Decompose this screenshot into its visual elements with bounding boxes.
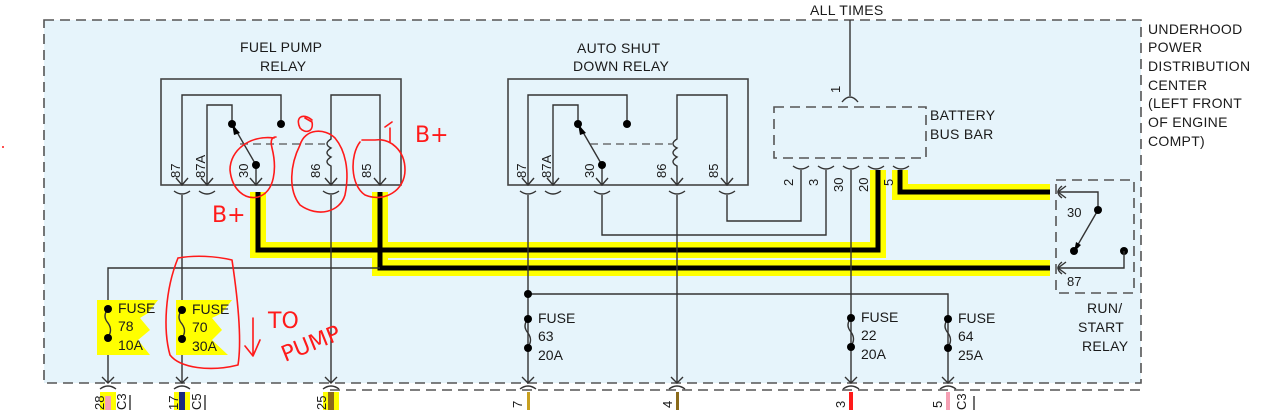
pdc-label: UNDERHOOD POWER DISTRIBUTION CENTER (LEF… xyxy=(1148,21,1250,149)
svg-text:COMPT): COMPT) xyxy=(1148,133,1205,149)
annotation-b-plus-top: B+ xyxy=(415,123,449,148)
svg-text:78: 78 xyxy=(118,318,134,334)
svg-text:7: 7 xyxy=(510,401,525,408)
svg-text:5: 5 xyxy=(930,401,945,408)
fuse-78: FUSE 78 10A xyxy=(97,300,158,355)
svg-text:17: 17 xyxy=(166,396,181,410)
svg-text:CENTER: CENTER xyxy=(1148,77,1207,93)
fuse-64: FUSE 64 25A xyxy=(944,310,995,363)
wire-asd-85 xyxy=(726,190,802,222)
svg-text:FUSE: FUSE xyxy=(538,310,575,326)
svg-text:FUSE: FUSE xyxy=(192,301,229,317)
svg-text:FUSE: FUSE xyxy=(958,310,995,326)
svg-text:C3: C3 xyxy=(114,393,129,410)
annotation-b-plus-bottom: B+ xyxy=(212,203,246,228)
svg-text:RELAY: RELAY xyxy=(1082,338,1129,354)
svg-text:85: 85 xyxy=(359,164,374,178)
connector-c-row xyxy=(99,376,1141,391)
fuse-63: FUSE 63 20A xyxy=(524,310,575,363)
svg-text:86: 86 xyxy=(308,164,323,178)
svg-text:87A: 87A xyxy=(193,155,208,178)
svg-text:2: 2 xyxy=(781,179,796,186)
svg-text:C5: C5 xyxy=(189,393,204,410)
svg-text:20A: 20A xyxy=(861,346,887,362)
svg-text:22: 22 xyxy=(861,327,877,343)
svg-text:FUEL PUMP: FUEL PUMP xyxy=(240,39,322,55)
connector-pin-25: 25 xyxy=(314,392,339,410)
connector-pin-28: 28 C3 xyxy=(92,392,131,410)
svg-text:3: 3 xyxy=(806,179,821,186)
connector-pin-5: 5 C3 xyxy=(930,392,969,410)
fuse-70: FUSE 70 30A xyxy=(176,300,232,355)
wire-asd-30 xyxy=(601,190,827,236)
svg-text:DOWN RELAY: DOWN RELAY xyxy=(573,58,669,74)
svg-text:RELAY: RELAY xyxy=(260,58,307,74)
fuse-22: FUSE 22 20A xyxy=(847,309,898,362)
connector-cup xyxy=(841,96,859,103)
svg-text:5: 5 xyxy=(881,179,896,186)
svg-text:FUSE: FUSE xyxy=(118,300,155,316)
svg-text:85: 85 xyxy=(706,164,721,178)
svg-text:86: 86 xyxy=(654,164,669,178)
splice-dot xyxy=(524,290,532,298)
svg-text:UNDERHOOD: UNDERHOOD xyxy=(1148,21,1242,37)
svg-text:87A: 87A xyxy=(539,155,554,178)
svg-text:3: 3 xyxy=(833,401,848,408)
svg-text:87: 87 xyxy=(1067,274,1081,289)
connector-pin-7: 7 xyxy=(510,392,530,410)
battery-bus-bar: BATTERY BUS BAR 2 3 30 20 5 xyxy=(773,106,996,192)
svg-text:RUN/: RUN/ xyxy=(1087,300,1122,316)
pdc-border xyxy=(43,19,1142,384)
svg-text:87: 87 xyxy=(168,164,183,178)
svg-text:25: 25 xyxy=(314,396,329,410)
svg-text:AUTO SHUT: AUTO SHUT xyxy=(577,40,660,56)
svg-text:30: 30 xyxy=(1067,205,1081,220)
svg-text:DISTRIBUTION: DISTRIBUTION xyxy=(1148,58,1250,74)
svg-text:63: 63 xyxy=(538,328,554,344)
svg-text:64: 64 xyxy=(958,328,974,344)
svg-text:30: 30 xyxy=(831,178,846,192)
svg-text:20A: 20A xyxy=(538,347,564,363)
svg-text:30: 30 xyxy=(582,164,597,178)
svg-text:(LEFT FRONT: (LEFT FRONT xyxy=(1148,95,1242,111)
svg-text:FUSE: FUSE xyxy=(861,309,898,325)
asd-relay: AUTO SHUT DOWN RELAY 87 87A 30 86 85 xyxy=(507,40,749,195)
connector-pin-17: 17 C5 xyxy=(166,392,206,410)
svg-text:POWER: POWER xyxy=(1148,39,1202,55)
svg-text:28: 28 xyxy=(92,396,107,410)
svg-text:BATTERY: BATTERY xyxy=(930,107,996,123)
svg-text:10A: 10A xyxy=(118,337,144,353)
annotation-to: TO xyxy=(267,309,299,334)
svg-text:START: START xyxy=(1078,319,1124,335)
fuel-pump-relay: FUEL PUMP RELAY 87 87A 30 86 85 xyxy=(160,39,402,195)
run-start-relay: 30 87 RUN/ START RELAY xyxy=(1055,179,1135,354)
wire-fuse64-feed xyxy=(528,293,949,383)
connector-pin-4: 4 xyxy=(660,392,679,410)
svg-text:C3: C3 xyxy=(954,393,969,410)
svg-text:30: 30 xyxy=(236,164,251,178)
svg-text:30A: 30A xyxy=(192,338,218,354)
connector-pin-3: 3 xyxy=(833,392,853,410)
bus-pin-1: 1 xyxy=(828,86,843,93)
svg-text:4: 4 xyxy=(660,401,675,408)
svg-text:20: 20 xyxy=(856,178,871,192)
svg-text:OF ENGINE: OF ENGINE xyxy=(1148,114,1228,130)
svg-text:25A: 25A xyxy=(958,347,984,363)
highlighted-wires xyxy=(250,170,1050,276)
svg-text:87: 87 xyxy=(514,164,529,178)
svg-text:70: 70 xyxy=(192,319,208,335)
all-times-label: ALL TIMES xyxy=(810,2,884,18)
svg-text:BUS BAR: BUS BAR xyxy=(930,126,994,142)
